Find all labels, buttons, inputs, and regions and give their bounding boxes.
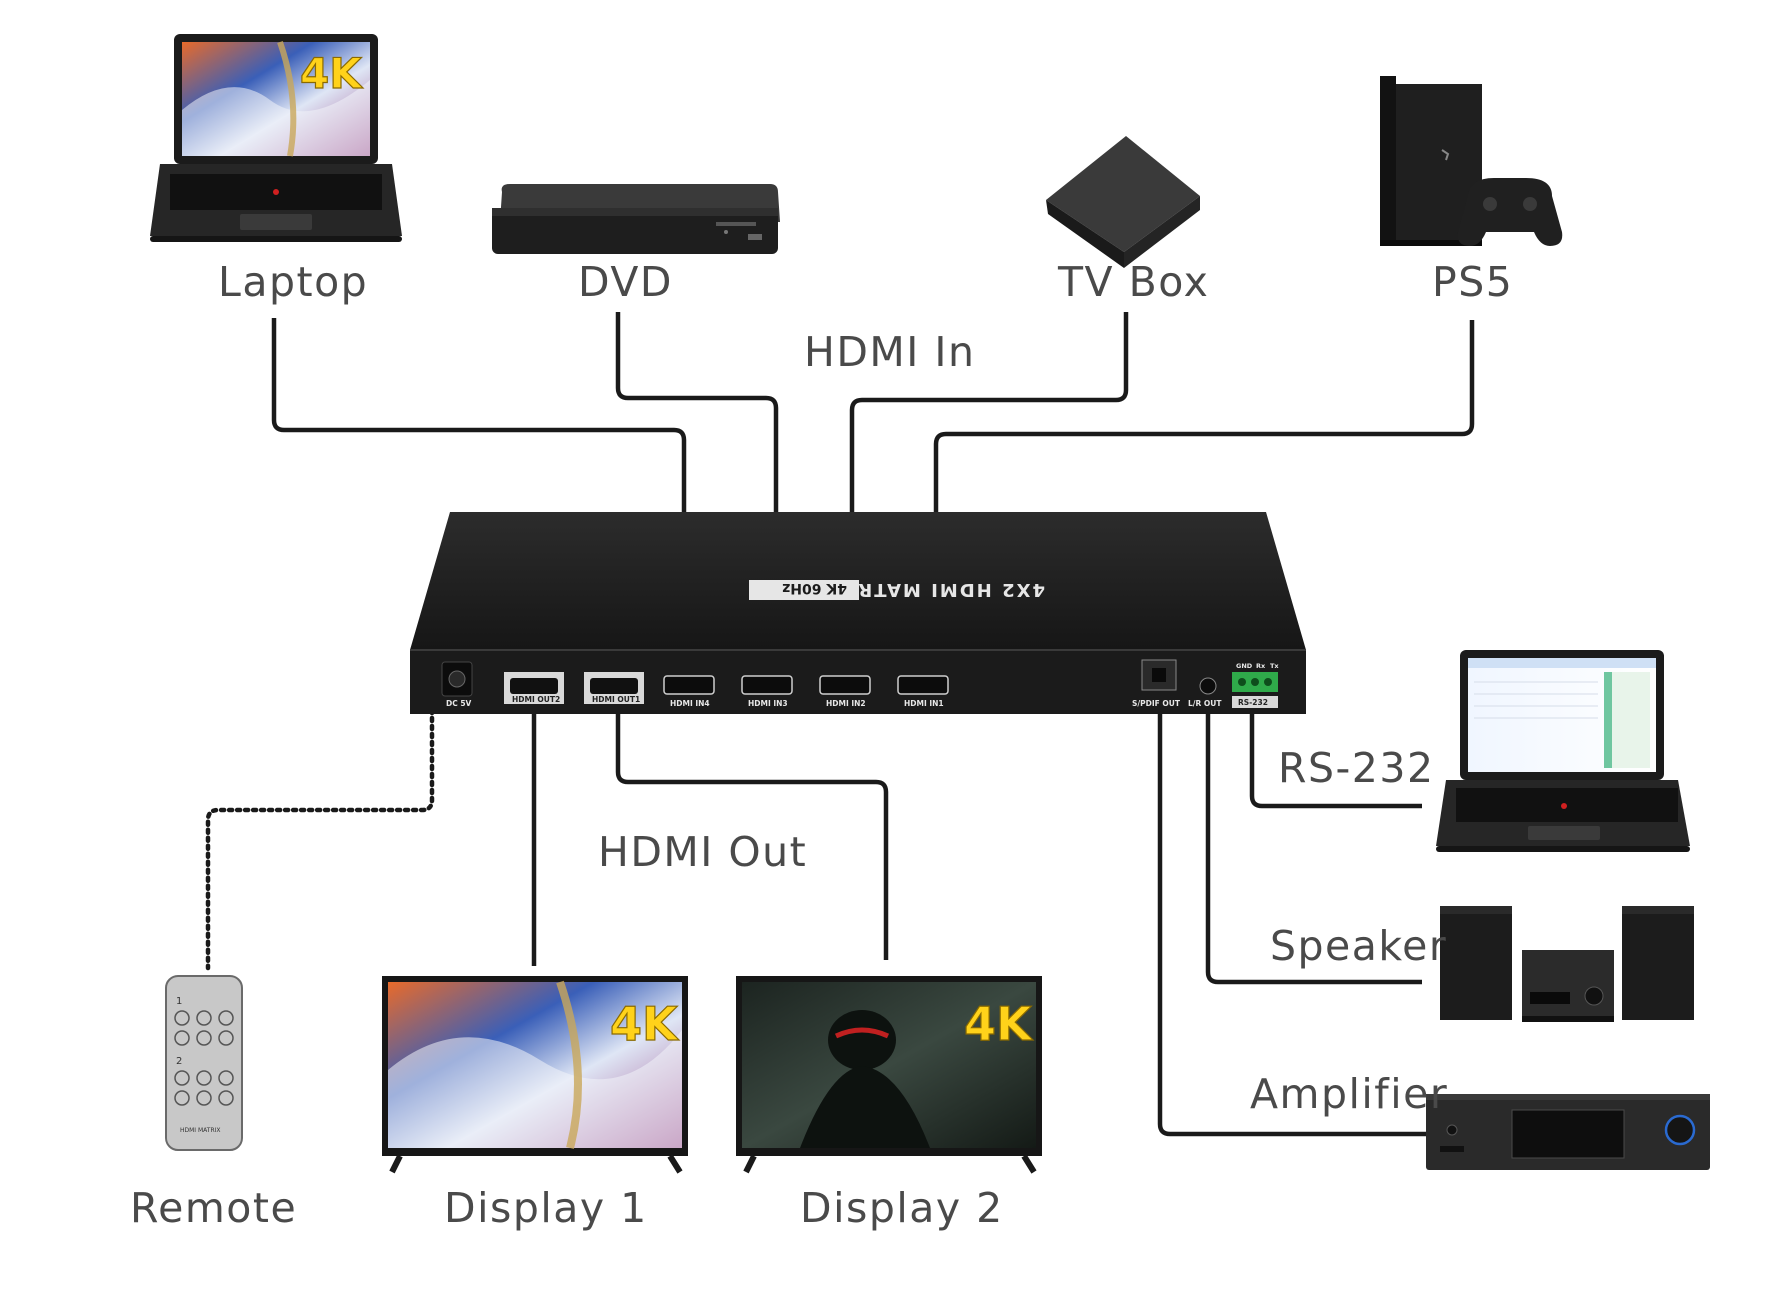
display1-4k-badge: 4K [610,997,680,1051]
display-1-icon: 4K [382,976,688,1174]
port-label-in4: HDMI IN4 [670,699,710,708]
laptop-4k-badge: 4K [300,49,363,98]
control-laptop-icon [1436,650,1690,852]
matrix-badge-box [749,580,859,600]
matrix-badge: 4K 60Hz [782,580,847,596]
remote-brand-label: HDMI MATRIX [180,1127,221,1134]
port-label-dc: DC 5V [446,699,472,708]
port-label-lr: L/R OUT [1188,699,1222,708]
lr-audio-jack [1199,677,1217,695]
port-label-tx: Tx [1270,662,1279,670]
wire-rs232-laptop [1249,708,1422,809]
label-tv-box: TV Box [1057,258,1209,306]
wire-tvbox-in2 [849,312,1129,688]
label-hdmi-out: HDMI Out [598,828,807,876]
hdmi-in2-port [819,675,871,695]
wire-dvd-in3 [615,312,779,688]
remote-control-icon: 1 2 HDMI MATRIX [165,975,243,1151]
port-label-gnd: GND [1236,662,1253,670]
hdmi-matrix-device: 4X2 HDMI MATRIX 4K 60Hz DC 5V HDMI OUT2 … [410,512,1306,714]
tv-box-icon [1046,136,1200,268]
hdmi-in1-port [897,675,949,695]
display-2-icon: 4K [736,976,1042,1174]
remote-group2-label: 2 [176,1056,182,1067]
wire-remote-ir [205,699,435,971]
label-remote: Remote [130,1184,297,1232]
port-label-in3: HDMI IN3 [748,699,788,708]
label-rs232: RS-232 [1278,744,1435,792]
speaker-system-icon [1440,906,1694,1022]
port-label-in2: HDMI IN2 [826,699,866,708]
label-laptop: Laptop [218,258,368,306]
matrix-title: 4X2 HDMI MATRIX [832,579,1045,600]
wire-lr-speaker [1205,708,1422,985]
display2-4k-badge: 4K [964,997,1034,1051]
label-display-2: Display 2 [800,1184,1004,1232]
dvd-player-icon [492,184,780,254]
hdmi-out1-port [590,678,638,694]
wires [205,312,1475,1137]
hdmi-out2-port [510,678,558,694]
wire-ps5-in1 [933,320,1475,688]
label-hdmi-in: HDMI In [804,328,975,376]
wire-laptop-in4 [271,318,687,688]
label-speaker: Speaker [1270,922,1447,970]
laptop-icon: 4K [150,34,402,242]
wire-out1-display2 [615,708,889,960]
port-label-rs232: RS-232 [1238,698,1268,707]
hdmi-in4-port [663,675,715,695]
remote-group1-label: 1 [176,996,182,1007]
game-controller-icon [1457,178,1563,246]
matrix-title-group: 4X2 HDMI MATRIX 4K 60Hz [749,579,1045,600]
label-amplifier: Amplifier [1250,1070,1448,1118]
port-label-rx: Rx [1256,662,1266,670]
amplifier-icon [1426,1094,1710,1170]
port-label-out2: HDMI OUT2 [512,695,560,704]
label-display-1: Display 1 [444,1184,648,1232]
port-label-in1: HDMI IN1 [904,699,944,708]
label-dvd: DVD [578,258,673,306]
port-label-spdif: S/PDIF OUT [1132,699,1181,708]
hdmi-in3-port [741,675,793,695]
port-label-out1: HDMI OUT1 [592,695,640,704]
wire-spdif-amplifier [1157,708,1428,1137]
label-ps5: PS5 [1432,258,1513,306]
